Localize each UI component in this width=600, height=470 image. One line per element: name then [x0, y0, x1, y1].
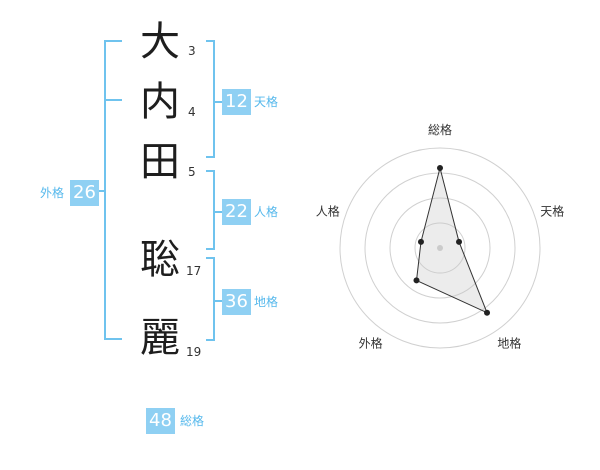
radar-point-4	[413, 277, 420, 284]
radar-point-1	[437, 165, 443, 171]
chikaku-bracket-top	[206, 257, 215, 259]
stroke-count-2: 4	[188, 105, 196, 119]
radar-axis-label-2: 天格	[540, 204, 564, 219]
stroke-count-5: 19	[186, 345, 202, 359]
chikaku-connector	[213, 300, 222, 302]
gaikaku-label: 外格	[40, 186, 65, 200]
chikaku-value: 36	[222, 289, 251, 315]
stroke-count-1: 3	[188, 44, 196, 58]
jinkaku-bracket-vertical	[213, 170, 215, 250]
stroke-count-4: 17	[186, 264, 202, 278]
radar-ring-1	[414, 222, 466, 274]
radar-point-2	[456, 238, 463, 245]
gaikaku-value: 26	[70, 180, 99, 206]
radar-point-5	[417, 238, 424, 245]
chikaku-bracket-vertical	[213, 257, 215, 341]
radar-center-dot	[437, 245, 443, 251]
radar-axis-label-3: 地格	[497, 336, 521, 351]
radar-ring-2	[389, 197, 491, 299]
name-char-2: 内	[140, 79, 180, 125]
name-char-5: 麗	[140, 315, 180, 361]
radar-value-polygon	[415, 167, 488, 314]
gaikaku-bracket-mid	[104, 99, 122, 101]
tenkaku-bracket-top	[206, 40, 215, 42]
radar-point-3	[484, 309, 491, 316]
gaikaku-bracket-top	[104, 40, 122, 42]
name-char-3: 田	[140, 139, 180, 185]
radar-ring-4	[339, 147, 541, 349]
radar-axis-label-4: 外格	[359, 336, 383, 351]
tenkaku-label: 天格	[254, 95, 279, 109]
gaikaku-bracket-bottom	[104, 338, 122, 340]
gaikaku-bracket-vertical	[104, 40, 106, 340]
tenkaku-bracket-bottom	[206, 156, 215, 158]
stroke-count-3: 5	[188, 165, 196, 179]
jinkaku-bracket-bottom	[206, 248, 215, 250]
gaikaku-connector	[96, 190, 105, 192]
jinkaku-bracket-top	[206, 170, 215, 172]
radar-axis-label-1: 総格	[428, 122, 452, 137]
tenkaku-value: 12	[222, 89, 251, 115]
name-char-1: 大	[140, 19, 180, 65]
radar-ring-3	[364, 172, 516, 324]
radar-axis-label-5: 人格	[316, 204, 340, 219]
chikaku-bracket-bottom	[206, 339, 215, 341]
jinkaku-label: 人格	[254, 205, 279, 219]
chikaku-label: 地格	[254, 295, 279, 309]
soukaku-value: 48	[146, 408, 175, 434]
jinkaku-connector	[213, 211, 222, 213]
jinkaku-value: 22	[222, 199, 251, 225]
soukaku-label: 総格	[180, 414, 205, 428]
name-char-4: 聡	[140, 237, 180, 283]
tenkaku-bracket-vertical	[213, 40, 215, 158]
tenkaku-connector	[213, 101, 222, 103]
